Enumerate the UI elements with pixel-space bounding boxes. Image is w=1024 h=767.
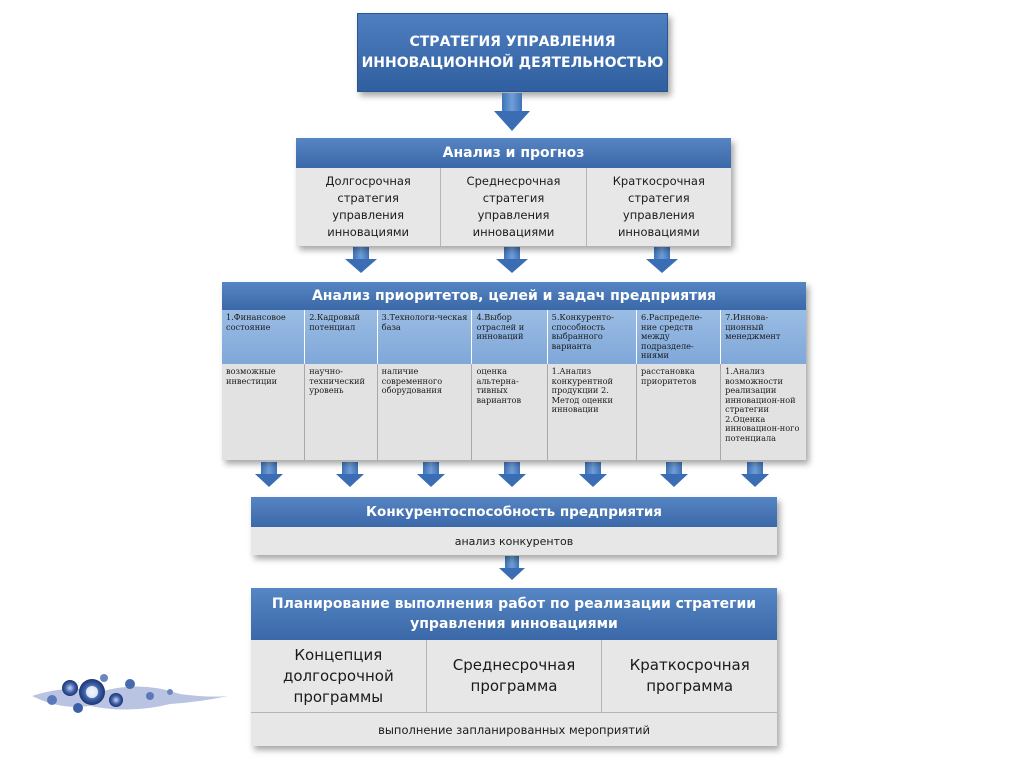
factor-cell: 6.Распределе-ние средств между подраздел…	[637, 310, 722, 364]
competitiveness-header: Конкурентоспособность предприятия	[251, 497, 777, 527]
analysis-strategies: Долгосрочная стратегия управления иннова…	[296, 168, 731, 246]
program-long-term: Концепция долгосрочной программы	[251, 640, 427, 712]
priorities-header: Анализ приоритетов, целей и задач предпр…	[222, 282, 806, 310]
strategy-long-term: Долгосрочная стратегия управления иннова…	[296, 168, 442, 246]
detail-cell: оценка альтерна-тивных вариантов	[472, 364, 548, 460]
detail-cell: научно-технический уровень	[305, 364, 378, 460]
ornament-decoration	[32, 674, 228, 713]
detail-cell: возможные инвестиции	[222, 364, 306, 460]
strategy-short-term: Краткосрочная стратегия управления иннов…	[612, 174, 705, 239]
program-mid-term: Среднесрочная программа	[427, 640, 603, 712]
competitiveness-block: Конкурентоспособность предприятия анализ…	[251, 497, 777, 555]
factor-cell: 5.Конкуренто-способность выбранного вари…	[548, 310, 638, 364]
analysis-header: Анализ и прогноз	[296, 138, 731, 168]
detail-cell: 1.Анализ возможности реализации инноваци…	[725, 366, 800, 443]
planning-block: Планирование выполнения работ по реализа…	[251, 588, 777, 746]
detail-cell: расстановка приоритетов	[637, 364, 722, 460]
planning-programs: Концепция долгосрочной программы Среднес…	[251, 640, 777, 712]
factor-cell: 4.Выбор отраслей и инноваций	[472, 310, 548, 364]
priorities-factors-row: 1.Финансовое состояние 2.Кадровый потенц…	[222, 310, 806, 364]
main-title-box: СТРАТЕГИЯ УПРАВЛЕНИЯ ИННОВАЦИОННОЙ ДЕЯТЕ…	[357, 13, 668, 92]
priorities-block: Анализ приоритетов, целей и задач предпр…	[222, 282, 806, 460]
priorities-details-row: возможные инвестиции научно-технический …	[222, 364, 806, 460]
program-short-term: Краткосрочная программа	[629, 656, 750, 695]
factor-cell: 7.Иннова-ционный менеджмент	[725, 312, 781, 341]
competitor-analysis: анализ конкурентов	[454, 534, 574, 548]
planning-header: Планирование выполнения работ по реализа…	[251, 588, 777, 640]
factor-cell: 1.Финансовое состояние	[222, 310, 306, 364]
detail-cell: наличие современного оборудования	[378, 364, 473, 460]
planned-activities: выполнение запланированных мероприятий	[251, 712, 777, 746]
main-title: СТРАТЕГИЯ УПРАВЛЕНИЯ ИННОВАЦИОННОЙ ДЕЯТЕ…	[361, 33, 664, 71]
factor-cell: 3.Технологи-ческая база	[378, 310, 473, 364]
strategy-mid-term: Среднесрочная стратегия управления иннов…	[441, 168, 587, 246]
factor-cell: 2.Кадровый потенциал	[305, 310, 378, 364]
detail-cell: 1.Анализ конкурентной продукции 2. Метод…	[548, 364, 638, 460]
analysis-block: Анализ и прогноз Долгосрочная стратегия …	[296, 138, 731, 246]
